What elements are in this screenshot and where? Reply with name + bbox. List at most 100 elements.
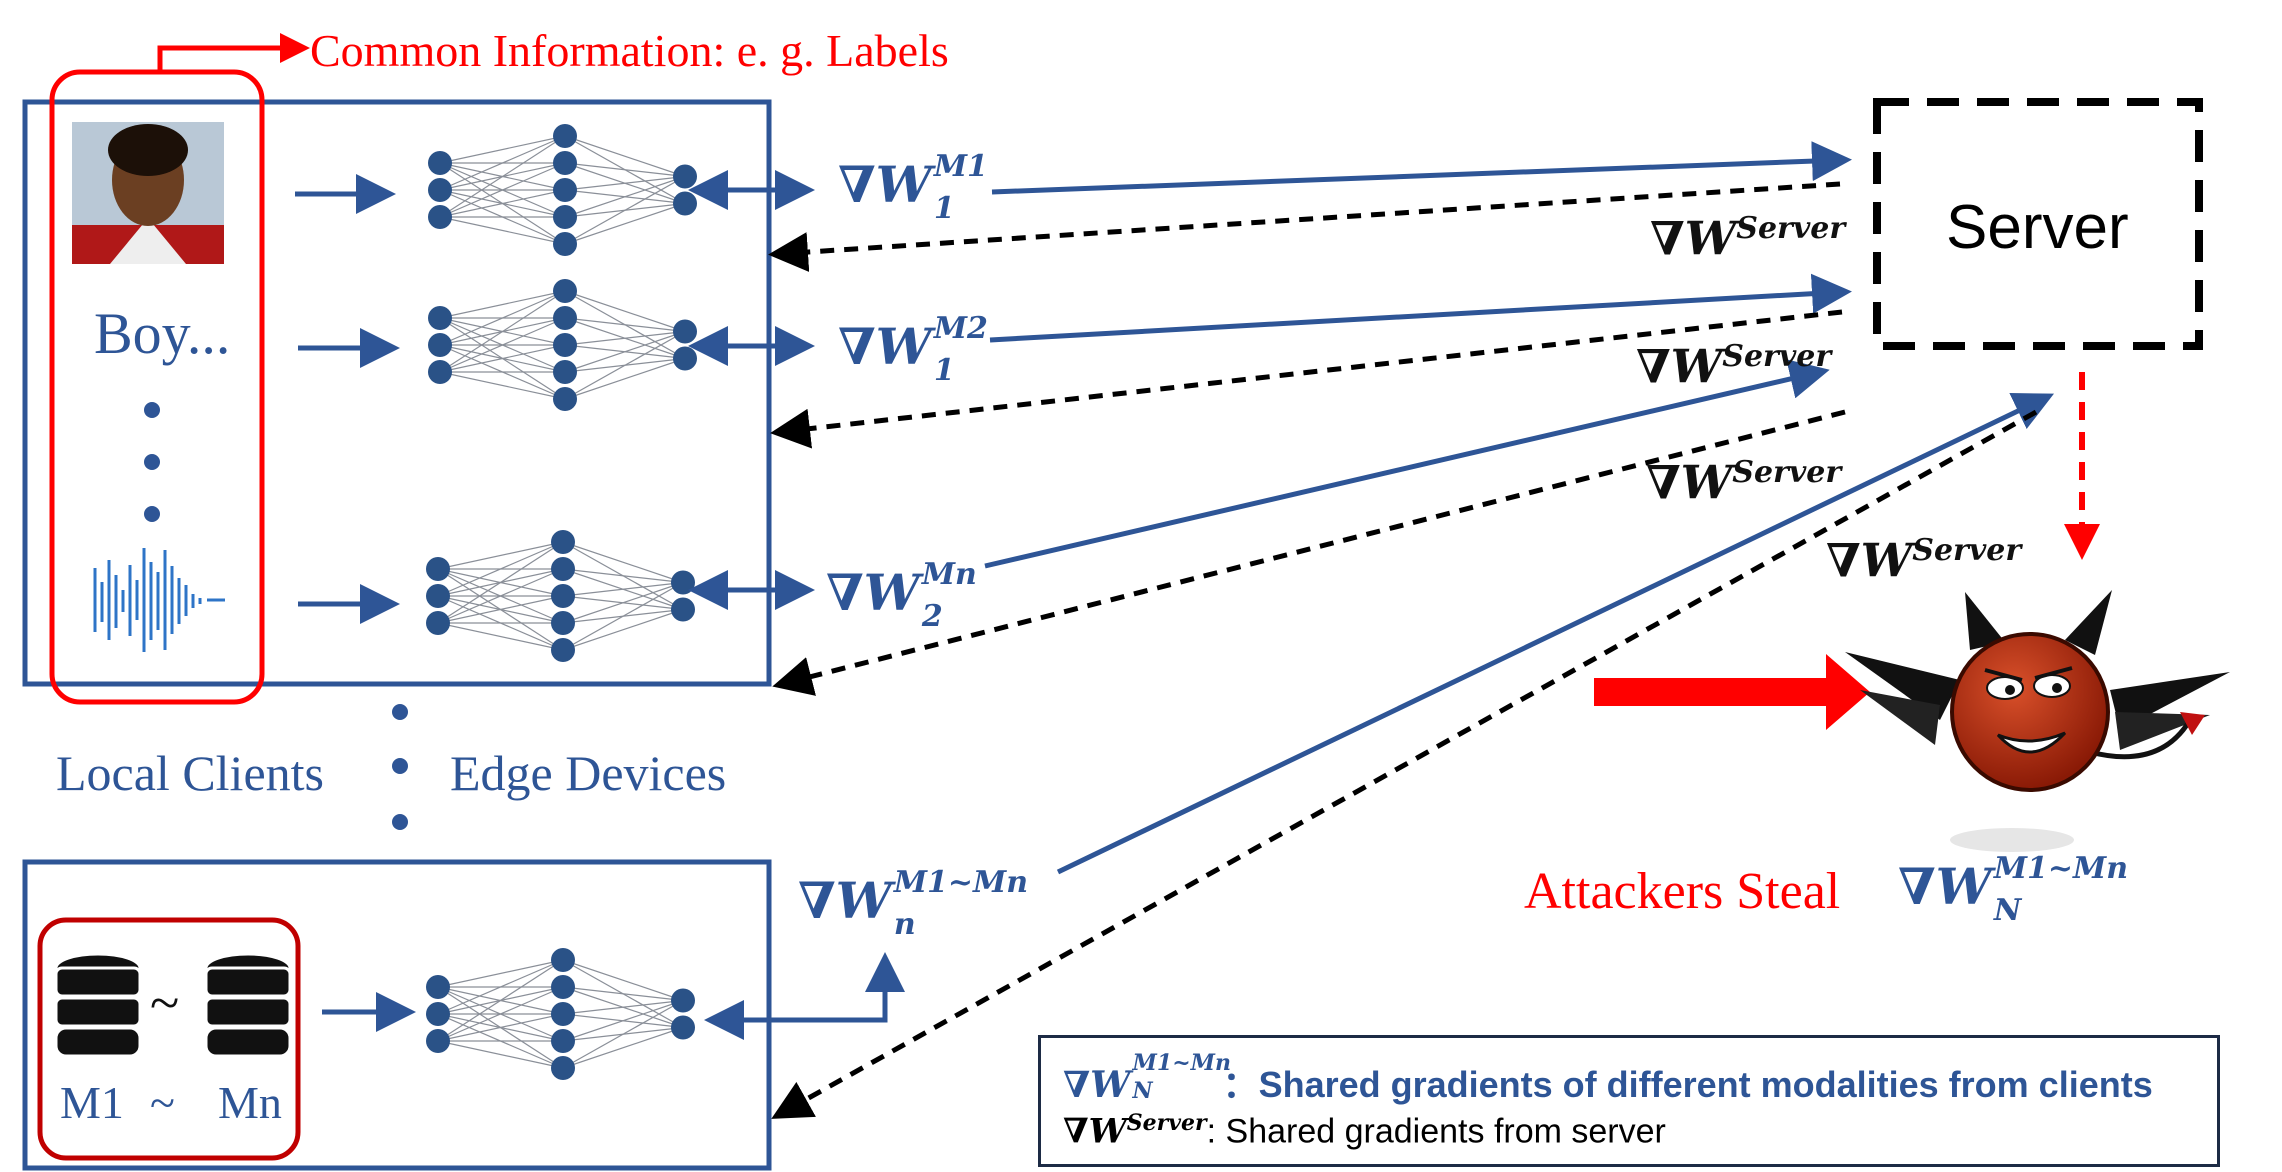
top-clients-box [22, 99, 772, 687]
network-node [553, 124, 577, 148]
ellipsis-dot [392, 814, 408, 830]
network-edge [562, 568, 684, 584]
legend-line-2: ∇WServer: Shared gradients from server [1063, 1110, 1666, 1152]
server-gradient-label: ∇WServer [1826, 533, 2022, 588]
network-node [553, 279, 577, 303]
network-edge [439, 290, 566, 373]
network-node [553, 151, 577, 175]
attackers-steal-label: Attackers Steal [1524, 863, 1841, 920]
ellipsis-dot [144, 402, 160, 418]
devil-attacker-icon [1845, 590, 2230, 852]
server-gradient-label: ∇WServer [1650, 211, 1846, 266]
common-info-outline [49, 69, 265, 705]
network-edge [564, 162, 686, 178]
network-edge [437, 622, 564, 651]
ellipsis-dot [144, 454, 160, 470]
network-node [673, 319, 697, 344]
network-node [426, 975, 450, 999]
network-edge [564, 202, 686, 245]
network-edge [437, 1013, 564, 1042]
network-edge [564, 330, 686, 400]
network-edge [562, 999, 684, 1069]
network-node [673, 191, 697, 216]
audio-waveform [93, 548, 225, 652]
network-node [553, 333, 577, 357]
network-edge [562, 986, 684, 1002]
upload-arrow-m1 [991, 141, 1852, 195]
network-edge [439, 135, 566, 164]
network-edge [564, 175, 686, 245]
network-edge [564, 290, 686, 333]
network-edge [437, 959, 564, 1015]
network-node [553, 387, 577, 411]
network-edge [564, 330, 686, 346]
network-edge [562, 999, 684, 1015]
common-info-label: Common Information: e. g. Labels [310, 25, 949, 76]
network-edge [439, 216, 566, 245]
network-edge [562, 999, 684, 1042]
database-icon-mn [204, 952, 292, 1058]
network-node [428, 306, 452, 330]
network-edge [439, 317, 566, 373]
network-node [426, 584, 450, 608]
boy-label: Boy... [94, 301, 231, 366]
network-node [551, 638, 575, 662]
network-node [673, 346, 697, 371]
upload-arrow-mn [984, 359, 1830, 569]
download-arrow [770, 309, 1843, 449]
network-edge [437, 959, 564, 988]
network-edge [564, 175, 686, 218]
network-node [551, 1029, 575, 1053]
ellipsis-dot [392, 704, 408, 720]
storage-outline [37, 917, 301, 1161]
server-label: Server [1946, 193, 2129, 262]
network-edge [439, 371, 566, 400]
network-node [551, 611, 575, 635]
network-edge [562, 959, 684, 1002]
network-node [673, 164, 697, 189]
network-edge [562, 1026, 684, 1069]
network-node [671, 988, 695, 1013]
network-edge [439, 189, 566, 218]
storage-tilde: ~ [150, 973, 180, 1033]
network-node [671, 597, 695, 622]
network-edge [564, 135, 686, 178]
database-icon-m1 [54, 952, 142, 1058]
network-edge [439, 290, 566, 319]
network-edge [439, 344, 566, 373]
common-info-arrow [157, 33, 310, 72]
network-node [428, 360, 452, 384]
network-node [426, 1029, 450, 1053]
network-node [671, 1015, 695, 1040]
network-node [553, 306, 577, 330]
network-edge [437, 541, 564, 624]
network-node [551, 1056, 575, 1080]
network-edge [439, 162, 566, 218]
network-edge [437, 959, 564, 1042]
network-edge [439, 135, 566, 218]
network-node [426, 557, 450, 581]
network-node [428, 178, 452, 202]
network-edge [564, 330, 686, 373]
server-gradient-label: ∇WServer [1636, 339, 1832, 394]
edge-devices-label: Edge Devices [450, 745, 727, 801]
network-node [671, 570, 695, 595]
network-edge [437, 541, 564, 570]
network-edge [562, 581, 684, 651]
server-box [1873, 98, 2203, 350]
ellipsis-dot [392, 758, 408, 774]
network-node [551, 1002, 575, 1026]
network-node [553, 232, 577, 256]
download-arrow [771, 409, 2038, 1119]
network-edge [562, 541, 684, 584]
network-edge [437, 595, 564, 624]
neural-networks [426, 124, 697, 1080]
network-edge [437, 568, 564, 624]
